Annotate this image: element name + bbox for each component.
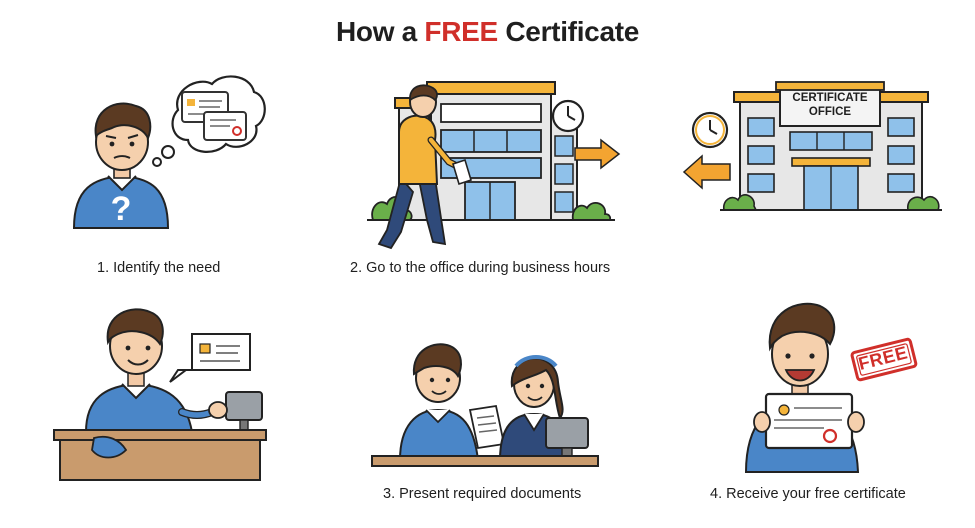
seated-person-icon: [84, 308, 228, 433]
illustration-person-at-computer: [52, 300, 282, 482]
thought-bubble-icon: [152, 75, 266, 167]
illustration-certificate-office: CERTIFICATE OFFICE: [680, 78, 945, 218]
illustration-receive-certificate: FREE: [740, 294, 930, 474]
caption-step-1: 1. Identify the need: [97, 260, 221, 276]
building-sign-line-1: CERTIFICATE: [792, 92, 868, 104]
page-title: How a FREE Certificate: [0, 16, 975, 48]
building-sign-line-2: OFFICE: [808, 106, 852, 118]
computer-monitor-icon: [225, 391, 263, 431]
walking-person-icon: [377, 84, 472, 250]
illustration-identify-need: ?: [60, 70, 270, 230]
customer-person-icon: [398, 343, 480, 461]
arrow-right-icon: [574, 138, 621, 170]
document-icon: [468, 404, 506, 450]
arrow-left-icon: [682, 154, 731, 190]
svg-text:?: ?: [111, 190, 132, 228]
illustration-present-documents: [370, 330, 600, 470]
clock-icon: [691, 111, 729, 149]
clock-icon: [551, 99, 585, 133]
title-prefix: How a: [335, 16, 417, 47]
illustration-go-to-office: [365, 80, 625, 255]
certificate-icon: [753, 392, 865, 450]
counter-icon: [371, 455, 599, 467]
caption-step-2: 2. Go to the office during business hour…: [350, 260, 611, 276]
caption-step-4: 4. Receive your free certificate: [710, 486, 906, 502]
desk-icon: [53, 429, 267, 481]
title-highlight: FREE: [424, 16, 498, 47]
free-stamp-icon: [850, 337, 918, 382]
thinking-person-icon: ?: [72, 102, 170, 229]
title-suffix: Certificate: [505, 16, 640, 47]
speech-bubble-icon: [169, 333, 251, 383]
certificate-office-building-icon: [720, 81, 942, 211]
computer-monitor-icon: [545, 417, 589, 459]
caption-step-3: 3. Present required documents: [383, 486, 582, 502]
